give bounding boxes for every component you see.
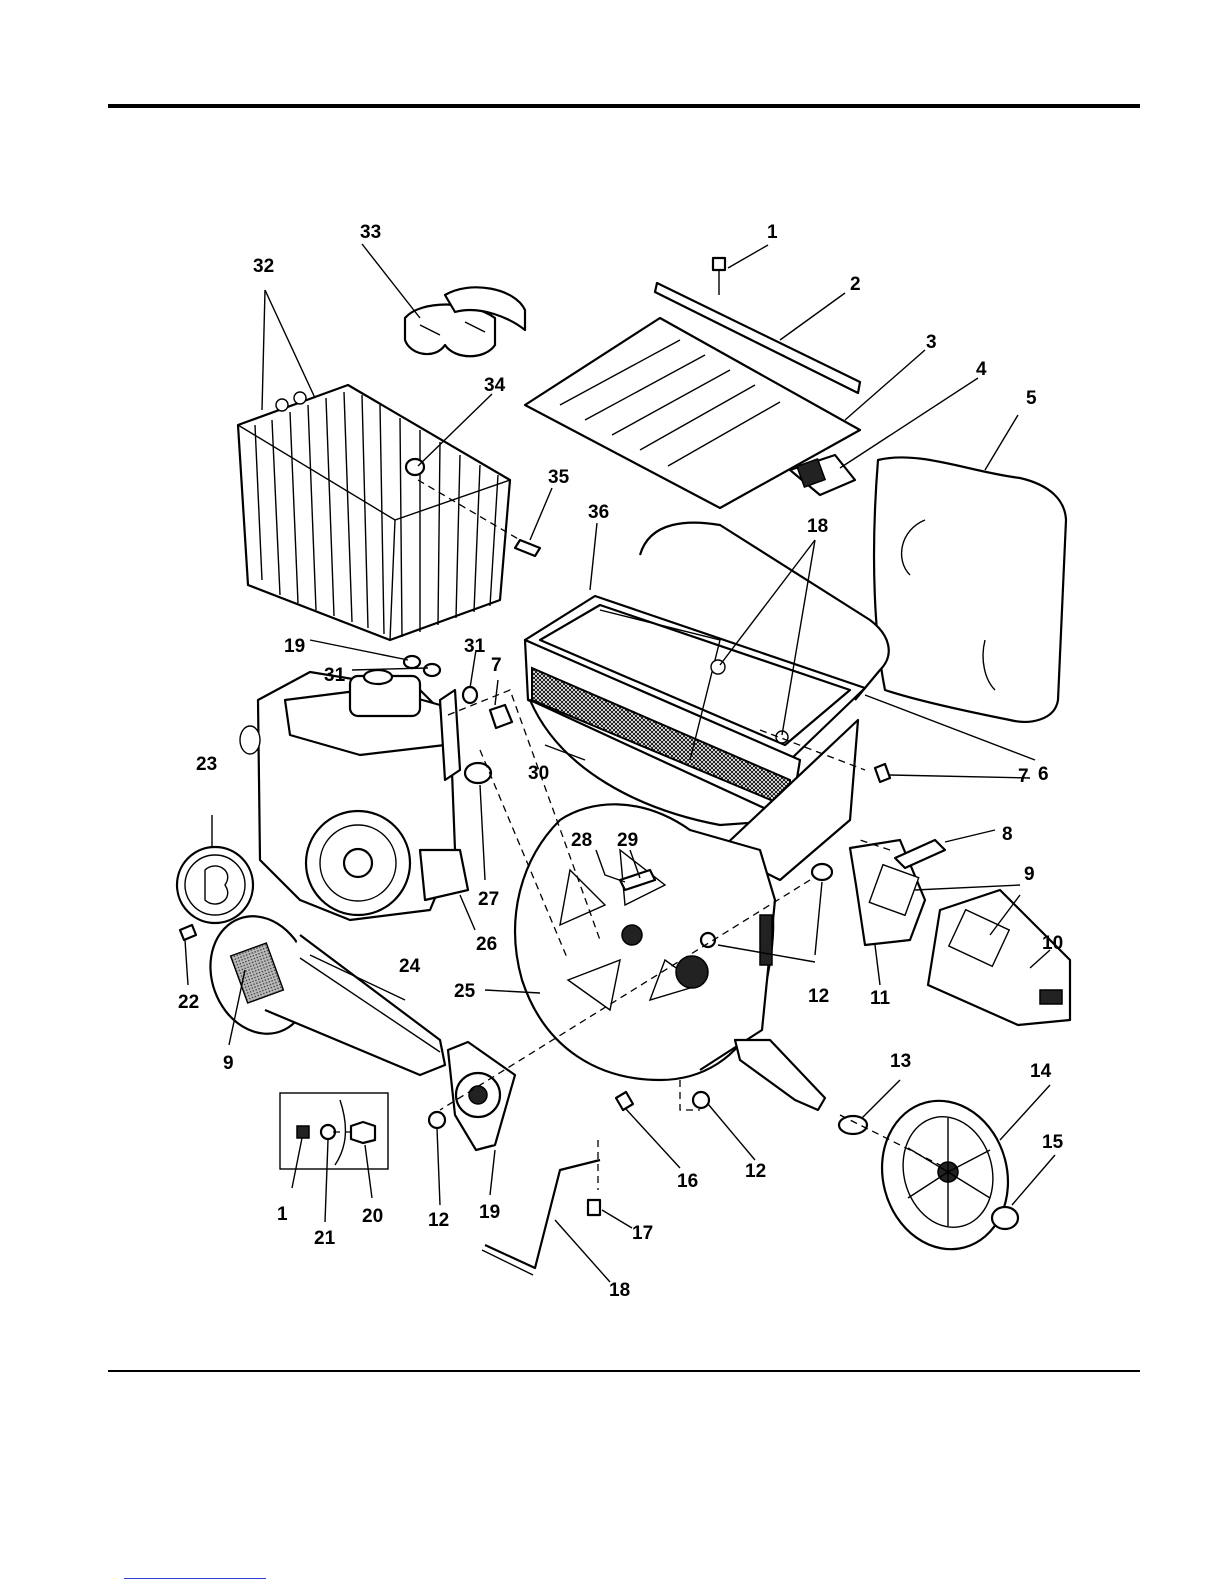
callout-36: 36 [588,502,609,523]
callout-3: 3 [926,332,937,353]
callout-33: 33 [360,222,381,243]
callout-32: 32 [253,256,274,277]
callout-12-bottom: 12 [745,1161,766,1182]
callout-2: 2 [850,274,861,295]
callout-27: 27 [478,889,499,910]
discharge-chute [194,902,445,1075]
callout-23: 23 [196,754,217,775]
callout-20: 20 [362,1206,383,1227]
wire-basket [238,385,510,640]
callout-15: 15 [1042,1132,1064,1153]
callout-24: 24 [399,956,421,977]
callout-30: 30 [528,763,549,784]
callout-19-bottom: 19 [479,1202,500,1223]
callout-31-right: 31 [464,636,486,657]
callout-31-left: 31 [324,665,346,686]
hardware-inset [280,1093,388,1169]
callout-16: 16 [677,1171,698,1192]
callout-12-left: 12 [428,1210,449,1231]
callout-4: 4 [976,359,987,380]
callout-1: 1 [767,222,778,243]
callout-9-left: 9 [223,1053,234,1074]
callout-14: 14 [1030,1061,1052,1082]
bearing-flange [448,1042,515,1150]
callout-18-top: 18 [807,516,828,537]
callout-11: 11 [870,988,891,1009]
callout-29: 29 [617,830,638,851]
callout-21: 21 [314,1228,336,1249]
hopper-cover-assembly [525,258,860,508]
callout-25: 25 [454,981,476,1002]
callout-17: 17 [632,1223,653,1244]
callout-35: 35 [548,467,570,488]
callout-18-bottom: 18 [609,1280,630,1301]
callout-22: 22 [178,992,199,1013]
callout-34: 34 [484,375,506,396]
callout-28: 28 [571,830,592,851]
safety-goggles [405,287,525,356]
callout-9-right: 9 [1024,864,1035,885]
callout-12-right: 12 [808,986,829,1007]
callout-13: 13 [890,1051,911,1072]
callout-7-upper: 7 [491,655,502,676]
callout-8: 8 [1002,824,1013,845]
callout-7-lower: 7 [1018,766,1029,787]
end-cap [177,847,253,923]
wheel-assembly [735,1040,1024,1263]
callout-6: 6 [1038,764,1049,785]
callout-10: 10 [1042,933,1063,954]
callout-5: 5 [1026,388,1037,409]
callout-26: 26 [476,934,497,955]
collection-bag [874,457,1066,721]
callout-19-top: 19 [284,636,305,657]
engine [240,670,468,920]
callout-1-inset: 1 [277,1204,288,1225]
